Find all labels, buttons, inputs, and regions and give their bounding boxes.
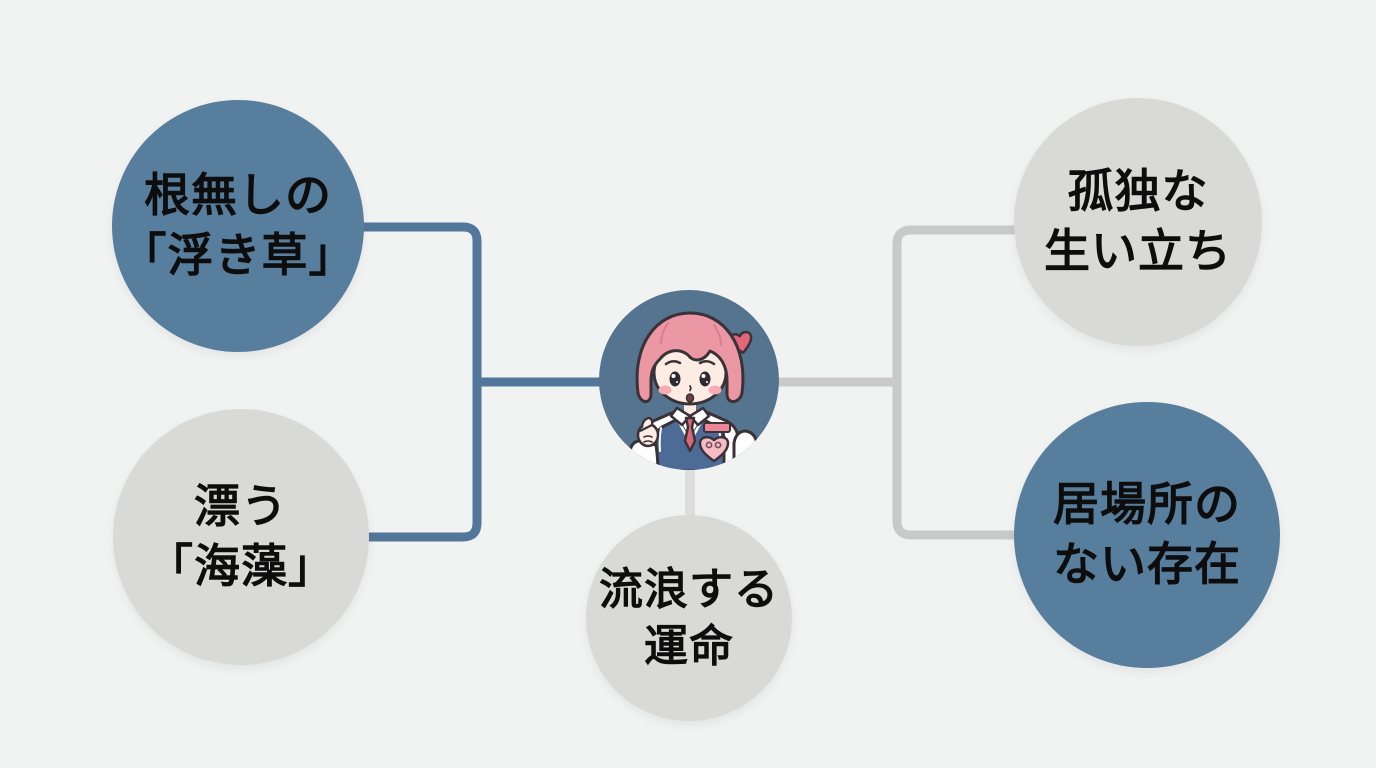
eyebrow-left	[664, 360, 682, 366]
node-bottom-right: 居場所の ない存在	[1014, 402, 1280, 668]
mouth	[685, 393, 695, 403]
node-top-right-line2: 生い立ち	[1044, 225, 1232, 277]
node-top-left-line1: 根無しの	[144, 169, 332, 222]
node-bottom-right-line1: 居場所の	[1053, 478, 1241, 531]
connector-left-bracket	[350, 222, 482, 542]
collar-right	[688, 406, 711, 427]
hair	[635, 311, 745, 403]
node-bottom-center-line1: 流浪する	[599, 564, 779, 614]
node-top-left-line2: 「浮き草」	[120, 229, 356, 281]
knuckle-line-1	[643, 435, 653, 438]
node-bottom-center-line2: 運命	[644, 622, 734, 671]
thumb	[638, 423, 654, 433]
collar-left	[669, 406, 692, 427]
name-bar	[703, 422, 731, 433]
badge-mark-left	[705, 441, 713, 449]
blush-left	[658, 385, 672, 395]
node-top-left: 根無しの 「浮き草」	[112, 100, 364, 352]
right-sleeve	[732, 429, 760, 470]
hair-strand-left	[660, 322, 669, 344]
blush-right	[708, 385, 722, 395]
node-top-right-line1: 孤独な	[1067, 165, 1209, 218]
eyebrow-right	[698, 360, 716, 366]
node-bottom-center: 流浪する 運命	[586, 515, 792, 721]
badge-mark-right	[714, 441, 722, 449]
vest-armhole-left	[658, 427, 662, 452]
knuckle-line-2	[643, 440, 653, 443]
node-top-right: 孤独な 生い立ち	[1014, 98, 1262, 346]
hair-strand-right	[713, 324, 722, 346]
node-bottom-left-line1: 漂う	[194, 480, 288, 533]
connector-right-bracket	[892, 225, 1030, 540]
nose	[689, 385, 692, 392]
eye-left	[669, 371, 681, 387]
node-bottom-left: 漂う 「海藻」	[113, 409, 369, 665]
girl-character-illustration	[598, 289, 780, 471]
index-finger	[640, 416, 654, 429]
tie	[683, 416, 697, 453]
eye-right	[699, 371, 711, 387]
node-bottom-right-line2: ない存在	[1053, 538, 1241, 590]
node-bottom-left-line2: 「海藻」	[147, 540, 335, 592]
